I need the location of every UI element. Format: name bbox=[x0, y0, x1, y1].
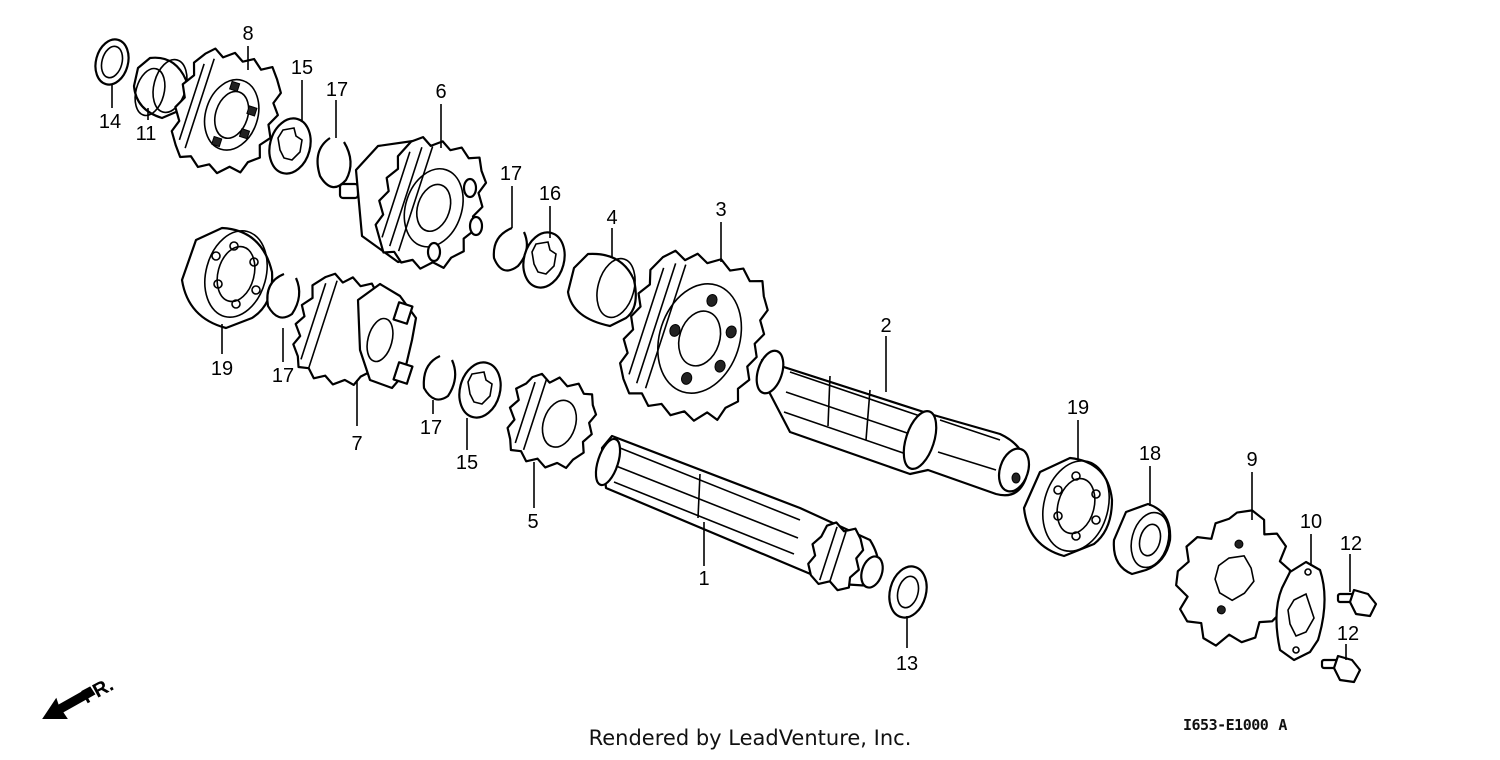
part-1-shaft[interactable] bbox=[591, 434, 886, 594]
part-15-splined-washer-lower[interactable] bbox=[453, 358, 506, 422]
part-12-bolt-lower[interactable] bbox=[1320, 654, 1362, 684]
part-13-washer[interactable] bbox=[884, 562, 932, 622]
callout-6: 6 bbox=[435, 81, 446, 103]
callout-15-upper: 15 bbox=[291, 57, 313, 79]
part-14-washer[interactable] bbox=[91, 36, 134, 89]
callout-17-middle: 17 bbox=[500, 163, 522, 185]
part-6-gear[interactable] bbox=[338, 128, 498, 281]
callout-4: 4 bbox=[606, 207, 617, 229]
part-10-plate[interactable] bbox=[1275, 560, 1326, 662]
callout-9: 9 bbox=[1246, 449, 1257, 471]
callout-17-left: 17 bbox=[272, 365, 294, 387]
callout-17-upper: 17 bbox=[326, 79, 348, 101]
render-credit: Rendered by LeadVenture, Inc. bbox=[588, 726, 912, 750]
part-5-gear[interactable] bbox=[496, 366, 606, 478]
part-19-bearing-left[interactable] bbox=[180, 224, 276, 330]
callout-17-lower: 17 bbox=[420, 417, 442, 439]
part-4-bushing[interactable] bbox=[566, 252, 641, 328]
callout-1: 1 bbox=[698, 568, 709, 590]
callout-7: 7 bbox=[351, 433, 362, 455]
part-17-circlip-middle[interactable] bbox=[492, 226, 529, 272]
part-17-circlip-left[interactable] bbox=[266, 272, 301, 319]
callout-2: 2 bbox=[880, 315, 891, 337]
callout-19-right: 19 bbox=[1067, 397, 1089, 419]
front-direction-arrow: FR. bbox=[42, 674, 117, 719]
drawing-code-number: I653-E1000 bbox=[1183, 716, 1269, 734]
callout-12-upper: 12 bbox=[1340, 533, 1362, 555]
drawing-code-suffix: A bbox=[1278, 716, 1287, 734]
callout-19-left: 19 bbox=[211, 358, 233, 380]
part-15-splined-washer-upper[interactable] bbox=[263, 114, 316, 178]
part-12-bolt-upper[interactable] bbox=[1336, 588, 1378, 618]
callout-18: 18 bbox=[1139, 443, 1161, 465]
part-2-shaft[interactable] bbox=[752, 347, 1034, 497]
part-9-sprocket[interactable] bbox=[1162, 496, 1306, 660]
callout-12-lower: 12 bbox=[1337, 623, 1359, 645]
drawing-code: I653-E1000 A bbox=[1183, 716, 1287, 734]
part-8-gear[interactable] bbox=[160, 40, 292, 185]
callout-labels: 8 14 11 15 17 6 17 16 4 3 2 19 17 7 17 1… bbox=[99, 23, 1362, 675]
callout-16: 16 bbox=[539, 183, 561, 205]
callout-8: 8 bbox=[242, 23, 253, 45]
callout-13: 13 bbox=[896, 653, 918, 675]
callout-5: 5 bbox=[527, 511, 538, 533]
callout-11: 11 bbox=[136, 123, 157, 145]
leader-lines bbox=[111, 46, 1351, 660]
part-3-gear[interactable] bbox=[606, 238, 782, 435]
part-17-circlip-upper[interactable] bbox=[316, 137, 352, 189]
callout-14: 14 bbox=[99, 111, 121, 133]
part-18-oil-seal[interactable] bbox=[1112, 502, 1175, 576]
front-direction-label: FR. bbox=[78, 674, 117, 709]
part-17-circlip-lower[interactable] bbox=[422, 354, 457, 401]
callout-15-lower: 15 bbox=[456, 452, 478, 474]
part-19-bearing-right[interactable] bbox=[1022, 453, 1119, 558]
callout-10: 10 bbox=[1300, 511, 1322, 533]
part-16-splined-washer[interactable] bbox=[517, 228, 570, 292]
part-7-gear[interactable] bbox=[281, 265, 418, 396]
callout-3: 3 bbox=[715, 199, 726, 221]
